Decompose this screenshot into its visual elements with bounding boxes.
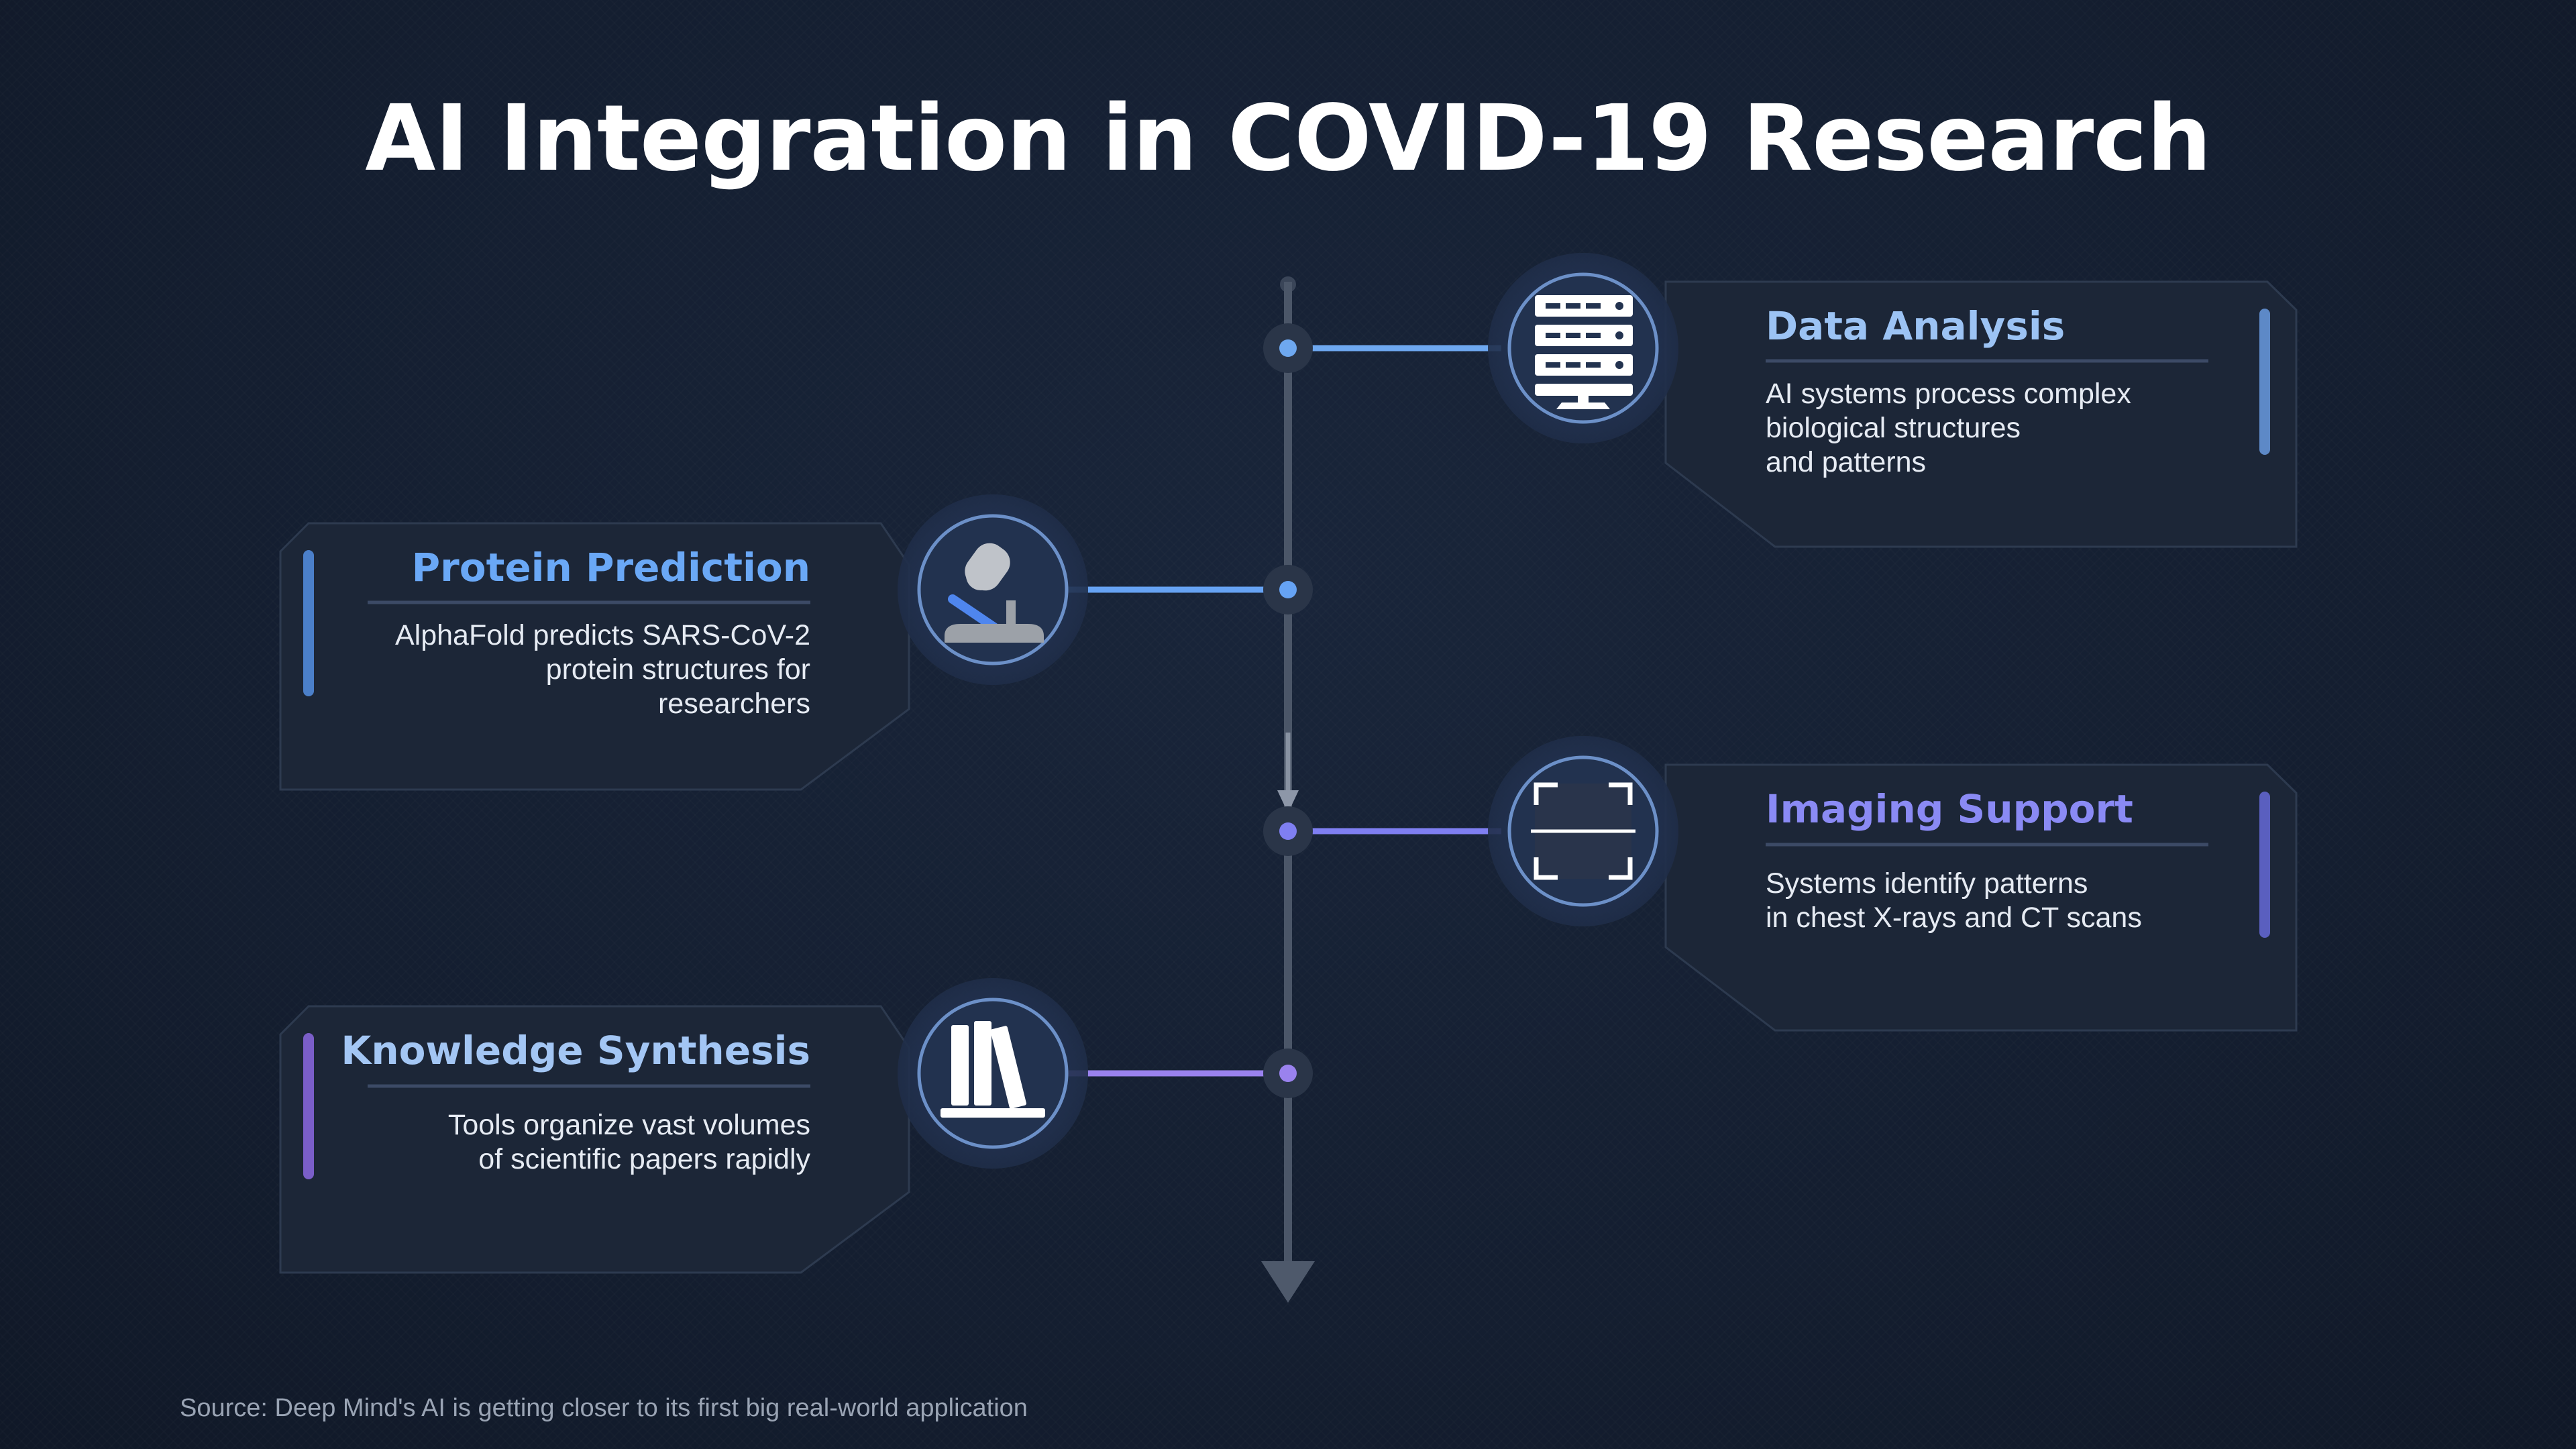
card-desc-imaging-support: Systems identify patterns in chest X-ray…	[1766, 867, 2142, 935]
desc-line: AI systems process complex	[1766, 378, 2131, 410]
card-title-imaging-support: Imaging Support	[1766, 786, 2133, 832]
desc-line: protein structures for	[545, 653, 810, 686]
card-imaging-support	[1664, 763, 2298, 1032]
node-dot-imaging-support	[1279, 822, 1297, 840]
desc-line: of scientific papers rapidly	[478, 1143, 810, 1175]
desc-line: in chest X-rays and CT scans	[1766, 902, 2142, 934]
desc-line: researchers	[657, 688, 810, 720]
card-data-analysis	[1664, 280, 2298, 548]
axis-end-arrowhead	[1261, 1261, 1315, 1303]
microscope-icon	[945, 543, 1044, 643]
server-icon	[1535, 295, 1633, 409]
card-knowledge-synthesis	[279, 1005, 910, 1274]
desc-line: and patterns	[1766, 446, 1927, 478]
node-dot-knowledge-synthesis	[1279, 1065, 1297, 1082]
card-protein-prediction	[279, 522, 910, 791]
accent-bar-knowledge-synthesis	[303, 1033, 314, 1179]
milestone-protein-prediction	[279, 494, 1313, 791]
accent-bar-protein-prediction	[303, 550, 314, 696]
node-dot-data-analysis	[1279, 339, 1297, 357]
scan-frame-icon	[1531, 782, 1635, 880]
card-title-knowledge-synthesis: Knowledge Synthesis	[341, 1028, 810, 1073]
desc-line: Tools organize vast volumes	[447, 1109, 810, 1141]
page-title: AI Integration in COVID-19 Research	[365, 86, 2212, 192]
books-icon	[941, 1021, 1045, 1118]
card-desc-protein-prediction: AlphaFold predicts SARS-CoV-2 protein st…	[395, 619, 810, 721]
accent-bar-data-analysis	[2259, 309, 2270, 455]
card-title-data-analysis: Data Analysis	[1766, 303, 2065, 349]
desc-line: Systems identify patterns	[1766, 867, 2088, 900]
desc-line: AlphaFold predicts SARS-CoV-2	[394, 619, 810, 651]
node-dot-protein-prediction	[1279, 581, 1297, 598]
source-note: Source: Deep Mind's AI is getting closer…	[180, 1394, 1028, 1422]
card-desc-knowledge-synthesis: Tools organize vast volumes of scientifi…	[448, 1108, 810, 1177]
milestone-knowledge-synthesis	[279, 978, 1313, 1274]
milestone-imaging-support	[1263, 736, 2298, 1032]
icon-ring-knowledge-synthesis	[917, 998, 1069, 1149]
timeline-axis	[1261, 276, 1315, 1303]
card-desc-data-analysis: AI systems process complex biological st…	[1766, 377, 2131, 480]
desc-line: biological structures	[1766, 412, 2021, 444]
axis-mid-arrowhead	[1277, 790, 1299, 813]
card-title-protein-prediction: Protein Prediction	[411, 545, 810, 590]
accent-bar-imaging-support	[2259, 792, 2270, 938]
milestone-data-analysis	[1263, 253, 2298, 548]
